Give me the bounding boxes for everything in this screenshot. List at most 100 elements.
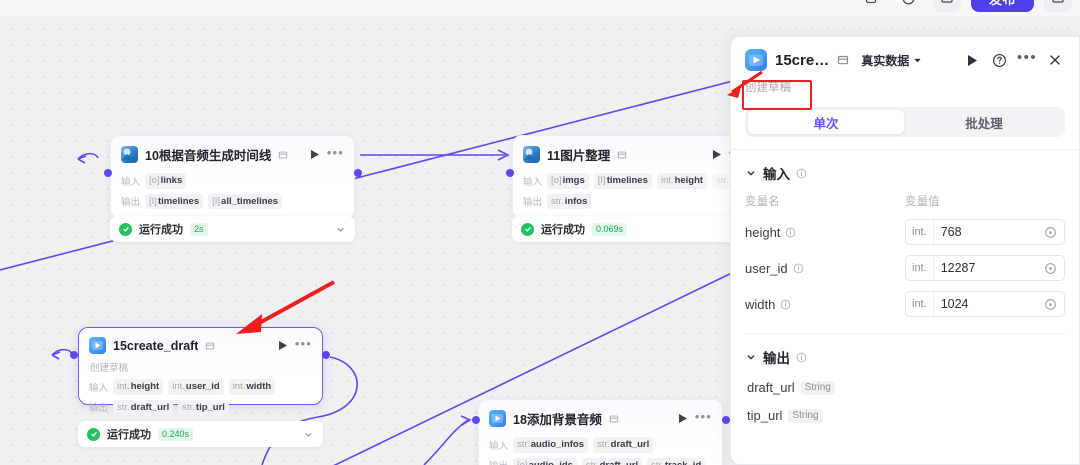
io-chip: [o]audio_ids (513, 457, 577, 465)
node-input-label: 输入 (489, 440, 509, 452)
io-chip: str.draft_url (581, 457, 643, 465)
value-input[interactable]: 768 (940, 225, 962, 239)
node-header: 15create_draft ••• (89, 337, 312, 354)
copy-icon[interactable] (205, 341, 215, 351)
more-icon[interactable]: ••• (294, 335, 312, 351)
info-icon[interactable] (796, 352, 807, 363)
node-title: 15create_draft (113, 338, 199, 353)
node-header: 10根据音频生成时间线 ••• (121, 145, 344, 164)
node-title: 10根据音频生成时间线 (145, 149, 272, 163)
history-icon[interactable] (857, 0, 885, 12)
copy-icon[interactable] (609, 414, 619, 424)
chevron-down-icon[interactable] (745, 167, 757, 179)
run-icon[interactable] (712, 149, 722, 160)
status-text: 运行成功 (541, 224, 585, 236)
info-icon[interactable] (796, 168, 807, 179)
reference-picker-icon[interactable] (1037, 226, 1064, 239)
node-input-port[interactable] (472, 416, 480, 424)
environment-label: 真实数据 (861, 53, 910, 68)
col-variable-name: 变量名 (745, 196, 780, 208)
reference-picker-icon[interactable] (1037, 262, 1064, 275)
node-output-port[interactable] (354, 169, 362, 177)
node-inputs: 输入 int.height int.user_id int.width (89, 379, 312, 395)
variable-name-text: width (745, 296, 776, 312)
output-name: tip_url (747, 408, 783, 423)
variable-name-text: height (745, 224, 781, 240)
copy-icon[interactable] (617, 150, 627, 160)
info-icon[interactable] (780, 299, 791, 310)
workflow-node-selected[interactable]: 15create_draft ••• 创建草稿 输入 int.height in… (78, 327, 323, 415)
node-output-port[interactable] (722, 416, 730, 424)
node-output-label: 输出 (121, 197, 141, 209)
input-section-header[interactable]: 输入 (745, 163, 1065, 183)
chevron-down-icon[interactable] (303, 429, 314, 440)
node-output-label: 输出 (489, 458, 508, 465)
copy-icon[interactable] (278, 150, 288, 160)
tab-single-run[interactable]: 单次 (748, 110, 904, 134)
node-input-port[interactable] (104, 169, 112, 177)
chevron-down-icon[interactable] (745, 351, 757, 363)
run-icon[interactable] (963, 54, 981, 67)
more-icon[interactable]: ••• (326, 144, 344, 160)
value-input[interactable]: 12287 (940, 261, 976, 275)
panel-subtitle-wrap: 创建草稿 (731, 71, 1079, 97)
info-icon[interactable] (793, 263, 804, 274)
run-icon[interactable] (678, 413, 688, 424)
status-duration: 0.240s (158, 427, 194, 441)
chevron-down-icon[interactable] (335, 224, 346, 235)
node-detail-panel: 15cre… 真实数据 ••• 创建草稿 单次 (730, 36, 1080, 465)
more-icon[interactable]: ••• (694, 408, 712, 424)
more-icon[interactable]: ••• (1016, 48, 1038, 66)
environment-dropdown[interactable]: 真实数据 (861, 52, 922, 69)
node-inputs: 输入 [o]imgs [I]timelines int.height str.i… (523, 173, 746, 189)
node-output-port[interactable] (322, 351, 330, 359)
workflow-node[interactable]: 18添加背景音频 ••• 输入 str.audio_infos str.draf… (478, 399, 723, 465)
help-icon[interactable] (989, 53, 1009, 68)
divider (745, 333, 1065, 334)
value-type-label: int. (906, 292, 934, 316)
variable-value-field[interactable]: int. 12287 (905, 255, 1065, 281)
variable-value-field[interactable]: int. 1024 (905, 291, 1065, 317)
output-type-badge: String (800, 380, 835, 395)
tab-batch-run[interactable]: 批处理 (965, 116, 1003, 131)
import-icon[interactable] (932, 0, 961, 12)
workflow-node[interactable]: 11图片整理 ••• 输入 [o]imgs [I]timelines int.h… (512, 135, 757, 219)
run-icon[interactable] (310, 149, 320, 160)
node-status-bar[interactable]: 运行成功 0.240s (78, 421, 323, 447)
run-icon[interactable] (278, 340, 288, 351)
close-icon[interactable] (1045, 53, 1065, 67)
node-status-bar[interactable]: 运行成功 0.069s (512, 216, 757, 242)
clock-icon[interactable] (895, 0, 923, 12)
panel-tabs: 单次 批处理 (745, 107, 1065, 137)
node-input-port[interactable] (70, 351, 78, 359)
chevron-down-icon (914, 58, 921, 62)
variable-name: width (745, 297, 905, 312)
panel-title: 15cre… (775, 51, 830, 69)
variable-name-text: user_id (745, 260, 788, 276)
node-input-port[interactable] (506, 169, 514, 177)
value-type-label: int. (906, 220, 934, 244)
value-type-label: int. (906, 256, 934, 280)
node-input-label: 输入 (121, 176, 141, 188)
info-icon[interactable] (785, 227, 796, 238)
panel-body: 输入 变量名 变量值 height int. 768 (731, 150, 1079, 464)
node-header: 18添加背景音频 ••• (489, 409, 712, 428)
reference-picker-icon[interactable] (1037, 298, 1064, 311)
output-section-header[interactable]: 输出 (745, 347, 1065, 367)
workflow-node[interactable]: 10根据音频生成时间线 ••• 输入 [o]links 输出 [I]timeli… (110, 135, 355, 219)
variable-name: height (745, 225, 905, 240)
io-chip: str.track_id (647, 457, 706, 465)
io-chip: int.height (113, 379, 164, 395)
value-input[interactable]: 1024 (940, 297, 969, 311)
jianying-node-icon (89, 337, 106, 354)
io-chip: str.draft_url (113, 399, 174, 415)
publish-button[interactable]: 发布 (970, 0, 1034, 12)
variable-value-field[interactable]: int. 768 (905, 219, 1065, 245)
node-outputs: 输出 [I]timelines [I]all_timelines (121, 193, 344, 209)
node-status-bar[interactable]: 运行成功 2s (110, 216, 355, 242)
node-input-label: 输入 (523, 176, 543, 188)
export-icon[interactable] (1044, 0, 1072, 12)
copy-icon[interactable] (837, 54, 849, 66)
input-row-width: width int. 1024 (745, 291, 1065, 317)
